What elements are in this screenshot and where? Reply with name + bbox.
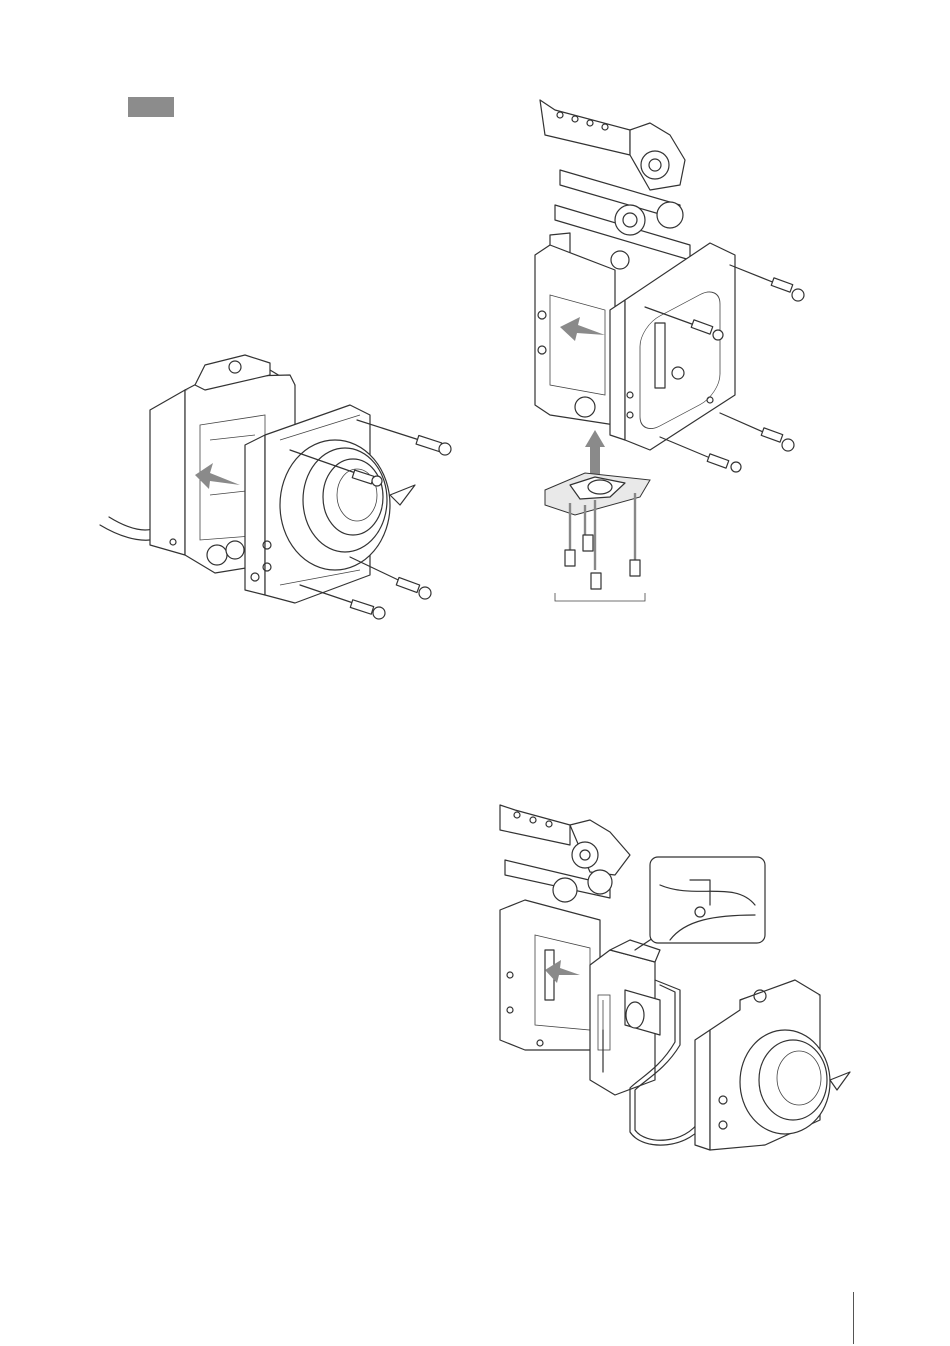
extension-cable-connection-illustration: [495, 800, 865, 1160]
mount-plate-removal-illustration: [530, 95, 840, 615]
page-divider: [853, 1292, 854, 1344]
adapter-removal-illustration: [95, 345, 475, 635]
note-badge: [128, 97, 174, 117]
screw-icon: [357, 420, 451, 455]
